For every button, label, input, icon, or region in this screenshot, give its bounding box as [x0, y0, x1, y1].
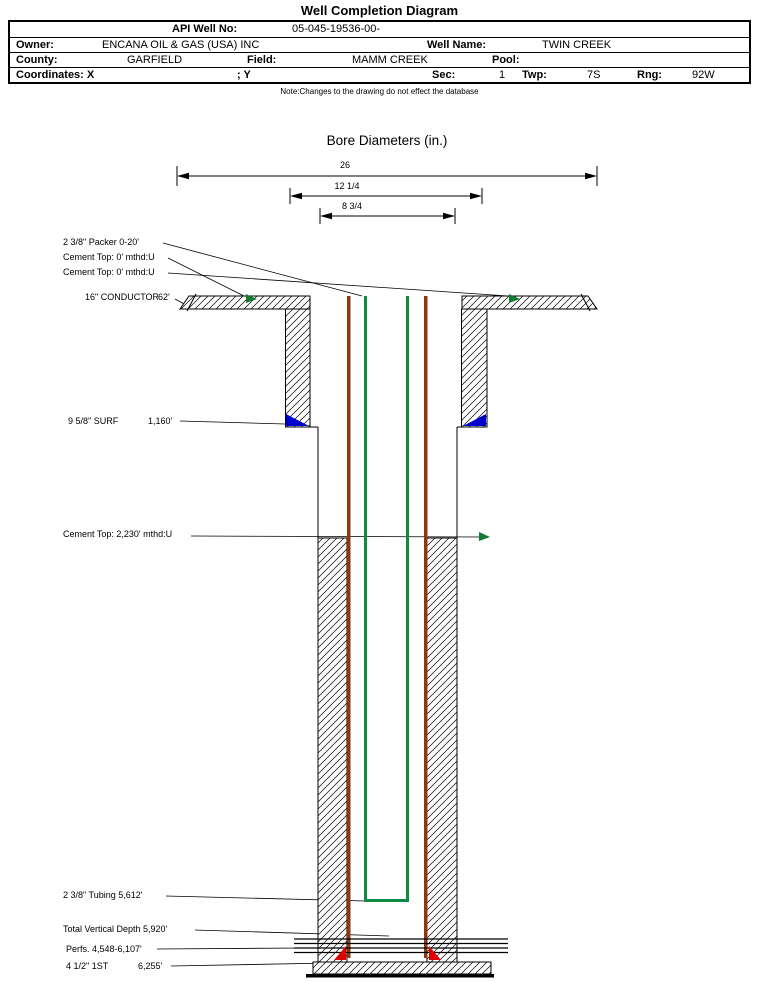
label-cement-top-2: Cement Top: 0' mthd:U: [63, 267, 155, 277]
bottom-line: [306, 974, 494, 978]
label-production-casing-depth: 6,255': [138, 961, 163, 971]
database-note: Note:Changes to the drawing do not effec…: [280, 87, 479, 96]
surface-shoe-right-icon: [463, 414, 486, 426]
label-conductor: 16" CONDUCTOR: [85, 292, 160, 302]
production-shoe-right-icon: [429, 946, 441, 960]
twp-value: 7S: [587, 69, 601, 81]
tubing-left: [364, 296, 367, 902]
well-info-table: API Well No: 05-045-19536-00- Owner: ENC…: [8, 20, 751, 84]
cement-top-arrow-2230-icon: [479, 532, 490, 541]
surface-casing-right: [461, 308, 488, 428]
label-production-casing: 4 1/2" 1ST: [66, 961, 109, 971]
dimension-arrowheads: [177, 172, 597, 220]
api-value: 05-045-19536-00-: [292, 23, 381, 35]
surface-shoe-left-icon: [286, 414, 309, 426]
label-total-vertical-depth: Total Vertical Depth 5,920': [63, 924, 168, 934]
bottom-plug: [312, 961, 492, 975]
label-perforations: Perfs. 4,548-6,107': [66, 944, 142, 954]
production-casing-left: [347, 296, 351, 958]
break-mark-left: [186, 293, 197, 312]
tubing-bottom: [364, 899, 409, 902]
page-title: Well Completion Diagram: [300, 3, 459, 18]
production-cement-right: [426, 537, 458, 963]
cement-top-arrow-right-icon: [509, 294, 520, 303]
well-name-value: TWIN CREEK: [542, 39, 612, 51]
tubing-right: [406, 296, 409, 902]
label-surface-casing: 9 5/8" SURF: [68, 416, 119, 426]
coordinates-label: Coordinates: X: [16, 69, 95, 81]
dim-label-12-1-4: 12 1/4: [334, 181, 360, 191]
twp-label: Twp:: [522, 69, 547, 81]
dim-label-26: 26: [339, 160, 351, 170]
label-cement-top-1: Cement Top: 0' mthd:U: [63, 252, 155, 262]
rng-label: Rng:: [637, 69, 663, 81]
well-name-label: Well Name:: [427, 39, 487, 51]
county-row: County: GARFIELD Field: MAMM CREEK Pool:: [10, 52, 749, 67]
cement-top-arrow-left-icon: [246, 294, 257, 303]
county-value: GARFIELD: [127, 54, 183, 66]
conductor-flange-left: [179, 295, 311, 310]
surface-casing-left: [285, 308, 311, 428]
label-cement-top-3: Cement Top: 2,230' mthd:U: [63, 529, 173, 539]
open-hole-walls: [310, 426, 462, 538]
label-conductor-depth: 62': [158, 292, 170, 302]
owner-value: ENCANA OIL & GAS (USA) INC: [102, 39, 260, 51]
api-label: API Well No:: [172, 23, 238, 35]
field-value: MAMM CREEK: [352, 54, 428, 66]
owner-row: Owner: ENCANA OIL & GAS (USA) INC Well N…: [10, 37, 749, 52]
county-label: County:: [16, 54, 58, 66]
coordinates-y-label: ; Y: [237, 69, 251, 81]
label-surface-casing-depth: 1,160': [148, 416, 173, 426]
perforation-lines: [294, 938, 508, 954]
production-cement-left: [317, 537, 348, 963]
conductor-flange-right: [461, 295, 598, 310]
rng-value: 92W: [692, 69, 715, 81]
bore-diameters-title: Bore Diameters (in.): [326, 133, 448, 148]
pool-label: Pool:: [492, 54, 520, 66]
api-row: API Well No: 05-045-19536-00-: [10, 22, 749, 37]
production-shoe-left-icon: [334, 946, 346, 960]
coordinates-row: Coordinates: X ; Y Sec: 1 Twp: 7S Rng: 9…: [10, 67, 749, 82]
dimension-lines: [176, 166, 598, 224]
owner-label: Owner:: [16, 39, 54, 51]
label-tubing: 2 3/8" Tubing 5,612': [63, 890, 143, 900]
break-mark-right: [580, 293, 591, 312]
production-casing-right: [424, 296, 428, 958]
label-packer: 2 3/8" Packer 0-20': [63, 237, 139, 247]
sec-value: 1: [499, 69, 506, 81]
dim-label-8-3-4: 8 3/4: [341, 201, 363, 211]
field-label: Field:: [247, 54, 277, 66]
sec-label: Sec:: [432, 69, 456, 81]
